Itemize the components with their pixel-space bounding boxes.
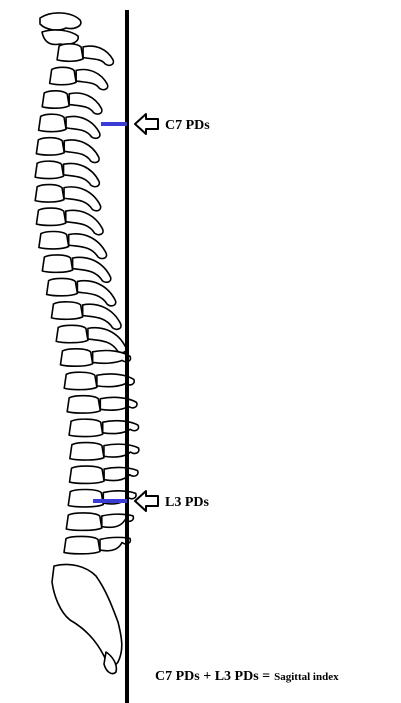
spinous-process bbox=[64, 163, 100, 186]
spinous-process bbox=[83, 304, 121, 329]
vertebra-body bbox=[36, 208, 65, 225]
formula-main-text: C7 PDs + L3 PDs = bbox=[155, 669, 270, 684]
vertebra-body bbox=[56, 325, 88, 342]
spinous-process bbox=[103, 421, 139, 434]
spinous-process bbox=[64, 187, 101, 211]
atlas-vertebra bbox=[40, 13, 81, 30]
vertebra-body bbox=[66, 513, 102, 530]
sagittal-index-formula: C7 PDs + L3 PDs = Sagittal index bbox=[155, 669, 339, 684]
vertebra-body bbox=[50, 67, 76, 84]
sacrum bbox=[52, 564, 122, 665]
vertebra-body bbox=[64, 372, 97, 389]
vertebra-body bbox=[35, 161, 63, 178]
c7-pds-label: C7 PDs bbox=[165, 118, 210, 133]
vertebra-body bbox=[39, 231, 69, 248]
spinous-process bbox=[64, 140, 99, 163]
vertebra-body bbox=[42, 255, 72, 272]
vertebra-body bbox=[57, 44, 83, 61]
l3-pds-label: L3 PDs bbox=[165, 495, 210, 510]
vertebra-body bbox=[42, 91, 69, 108]
vertebra-body bbox=[35, 185, 64, 202]
spinous-process bbox=[73, 257, 111, 282]
vertebra-body bbox=[39, 114, 66, 131]
vertebra-body bbox=[70, 466, 105, 483]
spinous-process bbox=[69, 234, 107, 259]
axis-vertebra bbox=[42, 30, 78, 45]
spinous-process bbox=[88, 328, 126, 353]
spinous-process bbox=[69, 93, 102, 114]
spinous-process bbox=[66, 116, 100, 138]
hollow-left-arrow-icon bbox=[135, 491, 158, 511]
spinous-process bbox=[100, 397, 137, 410]
vertebra-body bbox=[70, 443, 104, 460]
spine-illustration bbox=[35, 13, 139, 674]
spinous-process bbox=[76, 70, 108, 90]
vertebra-body bbox=[36, 138, 64, 155]
spinous-process bbox=[66, 210, 103, 234]
spinous-process bbox=[83, 46, 113, 65]
vertebra-body bbox=[64, 536, 100, 553]
vertebra-body bbox=[47, 278, 78, 295]
spinous-process bbox=[77, 281, 115, 306]
vertebra-body bbox=[51, 302, 82, 319]
formula-result-text: Sagittal index bbox=[274, 671, 339, 683]
vertebra-body bbox=[69, 419, 103, 436]
hollow-left-arrow-icon bbox=[135, 114, 158, 134]
vertebra-body bbox=[68, 489, 103, 506]
vertebra-body bbox=[60, 349, 92, 366]
spinous-process bbox=[104, 444, 139, 457]
spinous-process bbox=[104, 467, 138, 480]
vertebra-body bbox=[67, 396, 100, 413]
